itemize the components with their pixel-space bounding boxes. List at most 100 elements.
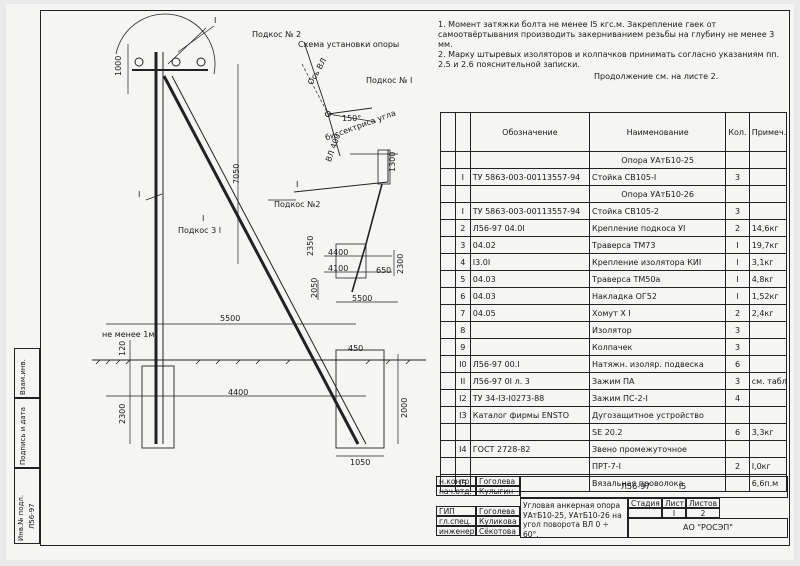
- cell-designation: 04.03: [469, 270, 591, 288]
- cell-name: SE 20.2: [589, 423, 727, 441]
- specification-table: Обозначение Наименование Кол. Примеч. Оп…: [440, 112, 788, 492]
- cell-qty: 3: [725, 372, 750, 390]
- label-angle: 150°: [342, 114, 362, 123]
- label-podkos-1: Подкос № I: [366, 76, 413, 85]
- cell-name: Натяжн. изоляр. подвеска: [589, 355, 727, 373]
- cell-blank: [440, 372, 456, 390]
- cell-blank: [440, 440, 456, 458]
- cell-name: Стойка СВ105-I: [589, 168, 727, 186]
- cell-blank: [440, 168, 456, 186]
- header-note: Примеч.: [748, 112, 788, 152]
- drawing-sheet: I Подкос № 2 Схема установки опоры Ось В…: [6, 4, 794, 560]
- tb-code-sheet: I5: [678, 482, 687, 491]
- tb-sheets-value: 2: [686, 508, 720, 518]
- label-section-I-top: I: [214, 16, 217, 25]
- cell-position: I3: [454, 406, 471, 424]
- dim-2300-b: 2300: [118, 403, 127, 424]
- cell-position: I: [454, 202, 471, 220]
- dim-1050: 1050: [350, 458, 371, 467]
- cell-designation: ТУ 5863-003-00113557-94: [469, 168, 591, 186]
- tb-sheet-value: I: [662, 508, 686, 518]
- tb-name-4: Куликова: [476, 516, 520, 526]
- cell-position: 2: [454, 219, 471, 237]
- group-blank: [440, 151, 456, 169]
- tb-role-3: ГИП: [436, 506, 476, 516]
- header-designation: Обозначение: [469, 112, 591, 152]
- cell-note: 2,4кг: [748, 304, 788, 322]
- strut-pit: [335, 349, 385, 449]
- label-ne-menee: не менее 1м: [102, 330, 155, 339]
- tb-name-3: Гоголева: [476, 506, 520, 516]
- cell-position: 4: [454, 253, 471, 271]
- group-blank: [748, 151, 788, 169]
- tb-code-text: Л56-97: [621, 482, 651, 491]
- cell-name: Крепление подкоса УI: [589, 219, 727, 237]
- note-2: 2. Марку штыревых изоляторов и колпачков…: [438, 50, 780, 69]
- cell-note: [748, 202, 788, 220]
- label-installation-scheme: Схема установки опоры: [298, 40, 400, 49]
- cell-designation: I3.0I: [469, 253, 591, 271]
- group-title: Опора УАтБ10-26: [589, 185, 727, 203]
- cell-qty: 3: [725, 168, 750, 186]
- stamp-inv: Инв.№ подл.: [17, 494, 25, 541]
- dim-450: 450: [348, 344, 364, 353]
- label-section-I-left: I: [138, 190, 141, 199]
- cell-note: [748, 355, 788, 373]
- cell-qty: I: [725, 287, 750, 305]
- cell-blank: [440, 338, 456, 356]
- stamp-vzam-cell: Взам.инв.: [14, 348, 40, 398]
- tb-role-5: инженер: [436, 526, 476, 536]
- label-podkos-2-b: Подкос №2: [274, 200, 321, 209]
- cell-qty: [725, 440, 750, 458]
- dim-2350: 2350: [306, 235, 315, 256]
- pole-drawing: [92, 13, 426, 457]
- dim-5500-b: 5500: [352, 294, 373, 303]
- dim-2300-a: 2300: [396, 253, 405, 274]
- dim-7050: 7050: [232, 163, 241, 184]
- cell-note: 3,1кг: [748, 253, 788, 271]
- group-blank: [440, 185, 456, 203]
- cell-qty: I: [725, 270, 750, 288]
- cell-note: 4,8кг: [748, 270, 788, 288]
- cell-name: Накладка ОГ52: [589, 287, 727, 305]
- continued-note: Продолжение см. на листе 2.: [594, 72, 719, 81]
- cell-name: Хомут Х I: [589, 304, 727, 322]
- cell-note: 6,6п.м: [748, 474, 788, 492]
- cell-blank: [440, 287, 456, 305]
- label-section-I-pole: I: [202, 214, 205, 223]
- cell-position: 7: [454, 304, 471, 322]
- stamp-vzam: Взам.инв.: [19, 359, 27, 395]
- cell-qty: 3: [725, 321, 750, 339]
- cell-qty: I: [725, 236, 750, 254]
- cell-position: [454, 423, 471, 441]
- cell-position: I2: [454, 389, 471, 407]
- cell-name: Траверса ТМ73: [589, 236, 727, 254]
- label-podkos-2: Подкос № 2: [252, 30, 302, 39]
- cell-name: Траверса ТМ50а: [589, 270, 727, 288]
- cell-blank: [440, 270, 456, 288]
- cell-designation: Л56-97 00.I: [469, 355, 591, 373]
- cell-blank: [440, 406, 456, 424]
- dim-4100: 4100: [328, 264, 349, 273]
- cell-position: 6: [454, 287, 471, 305]
- cell-note: [748, 168, 788, 186]
- tb-name-5: Сёкотова: [476, 526, 520, 536]
- cell-position: I0: [454, 355, 471, 373]
- cell-name: Стойка СВ105-2: [589, 202, 727, 220]
- cell-designation: [469, 474, 591, 492]
- cell-note: 19,7кг: [748, 236, 788, 254]
- cell-note: 1,52кг: [748, 287, 788, 305]
- note-1: 1. Момент затяжки болта не менее I5 кгс.…: [438, 20, 775, 49]
- cell-position: 9: [454, 338, 471, 356]
- title-block: н.контр. Гоголева нач.отд. Кулыгин ГИП Г…: [436, 472, 788, 544]
- cell-designation: Каталог фирмы ENSTO: [469, 406, 591, 424]
- stamp-sign: Подпись и дата: [19, 407, 27, 465]
